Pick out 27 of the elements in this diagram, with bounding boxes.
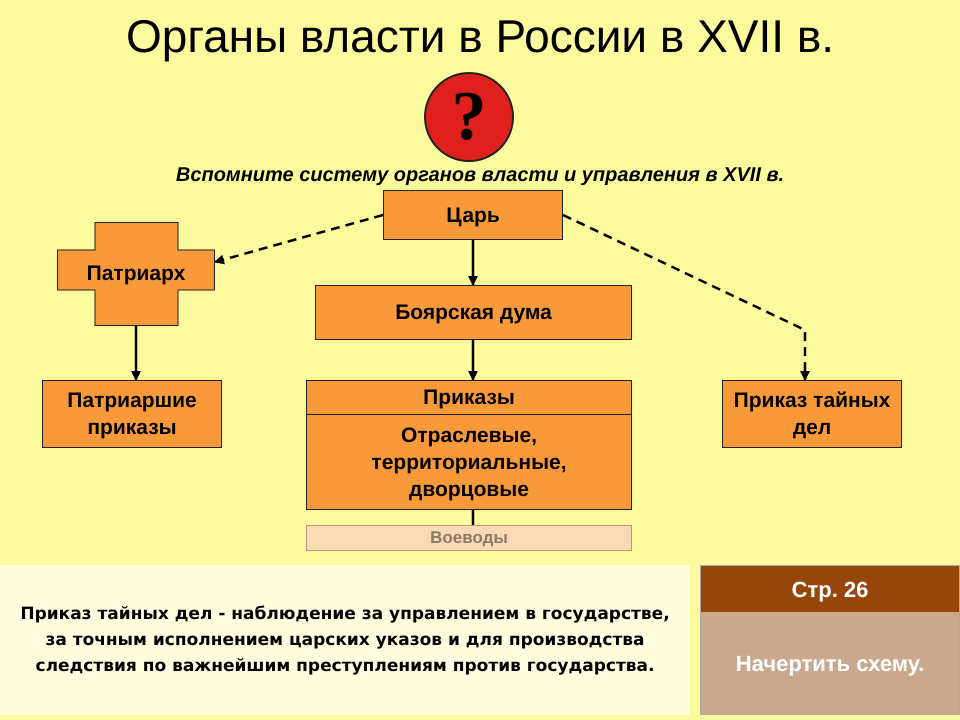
title: Органы власти в России в XVII в. [124,9,836,64]
process-box [42,380,222,448]
panel-text: Начертить схему. [736,650,924,678]
question-mark-icon: ? [424,72,514,162]
process-box [315,285,632,340]
arrow [131,326,141,381]
node-label: Царь [446,202,500,228]
node-label: Приказ тайных дел [732,388,892,441]
arrow [468,340,478,381]
process-box [383,190,563,240]
node-label: Отраслевые, территориальные, дворцовые [370,422,568,502]
note-paragraph: Приказ тайных дел - наблюдение за управлением в государстве, за точным исполнением царских указов и для производства следствия по важнейшим преступлениям против государства. [19,603,671,678]
panel-text: Стр. 26 [792,576,868,604]
subtitle: Вспомните систему органов власти и управления в XVII в. [174,163,786,188]
node-label: Приказы [423,385,515,411]
node-label: Патриаршие приказы [66,388,198,441]
process-box [722,380,902,448]
note-panel [700,565,960,715]
node-label: Воеводы [430,528,508,548]
cross-box [57,222,215,326]
process-box [306,525,632,551]
arrow [214,214,384,264]
arrow [468,240,478,286]
arrow [562,214,810,381]
process-box [306,380,632,510]
node-label: Боярская дума [395,300,552,326]
node-label: Патриарх [86,261,186,288]
